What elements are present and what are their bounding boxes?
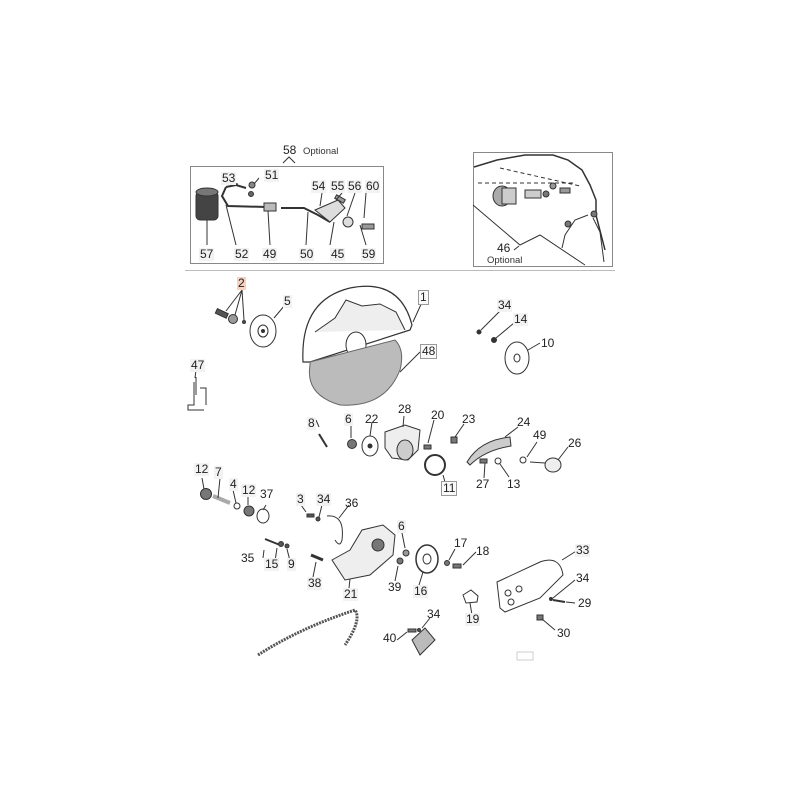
callout-2-highlighted[interactable]: 2	[237, 276, 246, 290]
callout-58[interactable]: 58	[283, 143, 297, 157]
callout-52[interactable]: 52	[234, 247, 250, 261]
callout-11[interactable]: 11	[441, 481, 458, 496]
callout-26[interactable]: 26	[568, 436, 582, 450]
callout-12-left[interactable]: 12	[194, 462, 210, 476]
callout-16[interactable]: 16	[413, 584, 429, 598]
callout-56[interactable]: 56	[347, 179, 363, 193]
callout-19[interactable]: 19	[465, 612, 481, 626]
callout-40[interactable]: 40	[383, 631, 397, 645]
callout-7[interactable]: 7	[214, 465, 223, 479]
callout-9[interactable]: 9	[287, 557, 296, 571]
callout-14[interactable]: 14	[513, 312, 529, 326]
callout-15[interactable]: 15	[264, 557, 280, 571]
callout-49-main[interactable]: 49	[533, 428, 547, 442]
callout-17[interactable]: 17	[454, 536, 468, 550]
callout-6-lower[interactable]: 6	[397, 519, 406, 533]
callout-36[interactable]: 36	[345, 496, 359, 510]
callout-54[interactable]: 54	[311, 179, 327, 193]
callout-38[interactable]: 38	[307, 576, 323, 590]
callout-39[interactable]: 39	[388, 580, 402, 594]
callout-59[interactable]: 59	[361, 247, 377, 261]
callout-33[interactable]: 33	[575, 543, 591, 557]
callout-60[interactable]: 60	[365, 179, 381, 193]
bolt-washer-icon	[214, 307, 246, 324]
callout-10[interactable]: 10	[541, 336, 555, 350]
callout-18[interactable]: 18	[476, 544, 490, 558]
callout-23[interactable]: 23	[462, 412, 476, 426]
callout-28[interactable]: 28	[398, 402, 412, 416]
callout-51[interactable]: 51	[264, 168, 280, 182]
callout-20[interactable]: 20	[431, 408, 445, 422]
callout-12-right[interactable]: 12	[241, 483, 257, 497]
callout-6-upper[interactable]: 6	[344, 412, 353, 426]
callout-47[interactable]: 47	[190, 358, 206, 372]
callout-1[interactable]: 1	[418, 290, 429, 305]
callout-37[interactable]: 37	[260, 487, 274, 501]
callout-4[interactable]: 4	[229, 477, 238, 491]
callout-24[interactable]: 24	[517, 415, 531, 429]
callout-55[interactable]: 55	[330, 179, 346, 193]
section-divider	[185, 270, 615, 271]
callout-8[interactable]: 8	[307, 416, 316, 430]
callout-49-inset[interactable]: 49	[262, 247, 278, 261]
optional-note-46: Optional	[487, 255, 523, 266]
callout-34-mid[interactable]: 34	[316, 492, 332, 506]
callout-34-top[interactable]: 34	[497, 298, 513, 312]
callout-53[interactable]: 53	[221, 171, 237, 185]
callout-22[interactable]: 22	[365, 412, 379, 426]
callout-45[interactable]: 45	[330, 247, 346, 261]
optional-note-58: Optional	[303, 146, 339, 157]
callout-13[interactable]: 13	[507, 477, 521, 491]
callout-5[interactable]: 5	[283, 294, 292, 308]
callout-29[interactable]: 29	[578, 596, 592, 610]
callout-46[interactable]: 46	[497, 241, 511, 255]
callout-30[interactable]: 30	[557, 626, 571, 640]
callout-21[interactable]: 21	[343, 587, 359, 601]
callout-34-bottom[interactable]: 34	[427, 607, 441, 621]
callout-50[interactable]: 50	[299, 247, 315, 261]
callout-27[interactable]: 27	[476, 477, 490, 491]
callout-48[interactable]: 48	[420, 344, 438, 359]
callout-34-right[interactable]: 34	[576, 571, 590, 585]
callout-57[interactable]: 57	[199, 247, 215, 261]
air-filter-icon	[195, 187, 219, 221]
inset-58-frame	[190, 166, 384, 264]
callout-35[interactable]: 35	[241, 551, 255, 565]
inset-46-frame	[473, 152, 613, 267]
callout-3[interactable]: 3	[296, 492, 305, 506]
